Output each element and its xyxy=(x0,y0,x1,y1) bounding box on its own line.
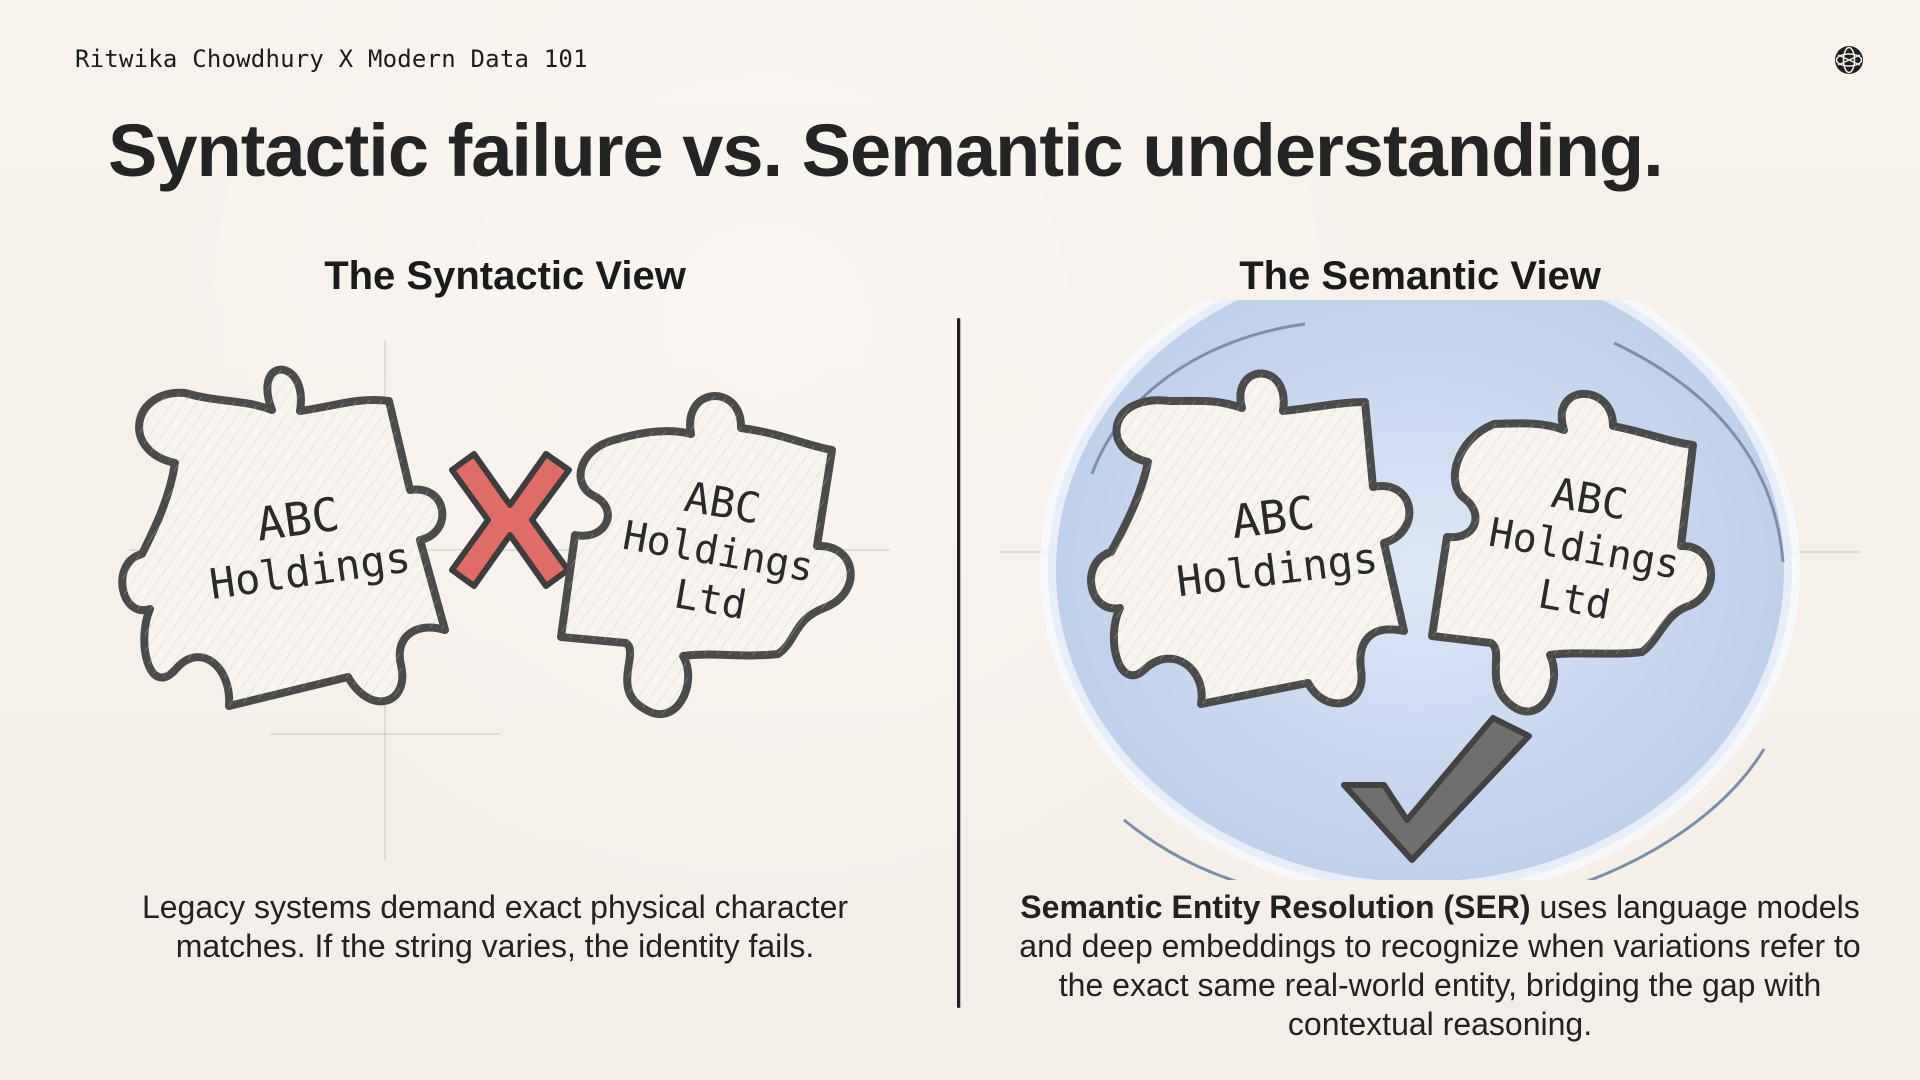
checkmark-icon xyxy=(1341,715,1532,863)
left-puzzle-piece: ABC Holdings xyxy=(118,365,449,710)
center-divider xyxy=(957,318,960,1008)
right-puzzle-piece: ABC Holdings Ltd xyxy=(557,392,855,718)
semantic-diagram: ABC Holdings ABC Holdings Ltd xyxy=(1000,300,1860,880)
semantic-caption-rest: uses language models and deep embeddings… xyxy=(1019,889,1861,1043)
left-piece-a-line1: ABC xyxy=(253,487,343,552)
globe-icon xyxy=(1835,46,1863,74)
semantic-caption-bold: Semantic Entity Resolution (SER) xyxy=(1020,889,1531,925)
attribution: Ritwika Chowdhury X Modern Data 101 xyxy=(75,45,588,73)
semantic-view-heading: The Semantic View xyxy=(1239,254,1601,298)
semantic-caption: Semantic Entity Resolution (SER) uses la… xyxy=(1000,888,1880,1044)
cross-icon xyxy=(449,451,572,589)
semantic-right-puzzle-piece: ABC Holdings Ltd xyxy=(1428,389,1715,716)
page-title: Syntactic failure vs. Semantic understan… xyxy=(108,109,1664,192)
semantic-left-puzzle-piece: ABC Holdings xyxy=(1087,369,1414,708)
right-piece-a-line1: ABC xyxy=(1229,485,1318,549)
syntactic-diagram: ABC Holdings ABC Holdings Ltd xyxy=(118,340,890,860)
syntactic-caption: Legacy systems demand exact physical cha… xyxy=(141,889,849,965)
syntactic-view-heading: The Syntactic View xyxy=(324,254,686,298)
